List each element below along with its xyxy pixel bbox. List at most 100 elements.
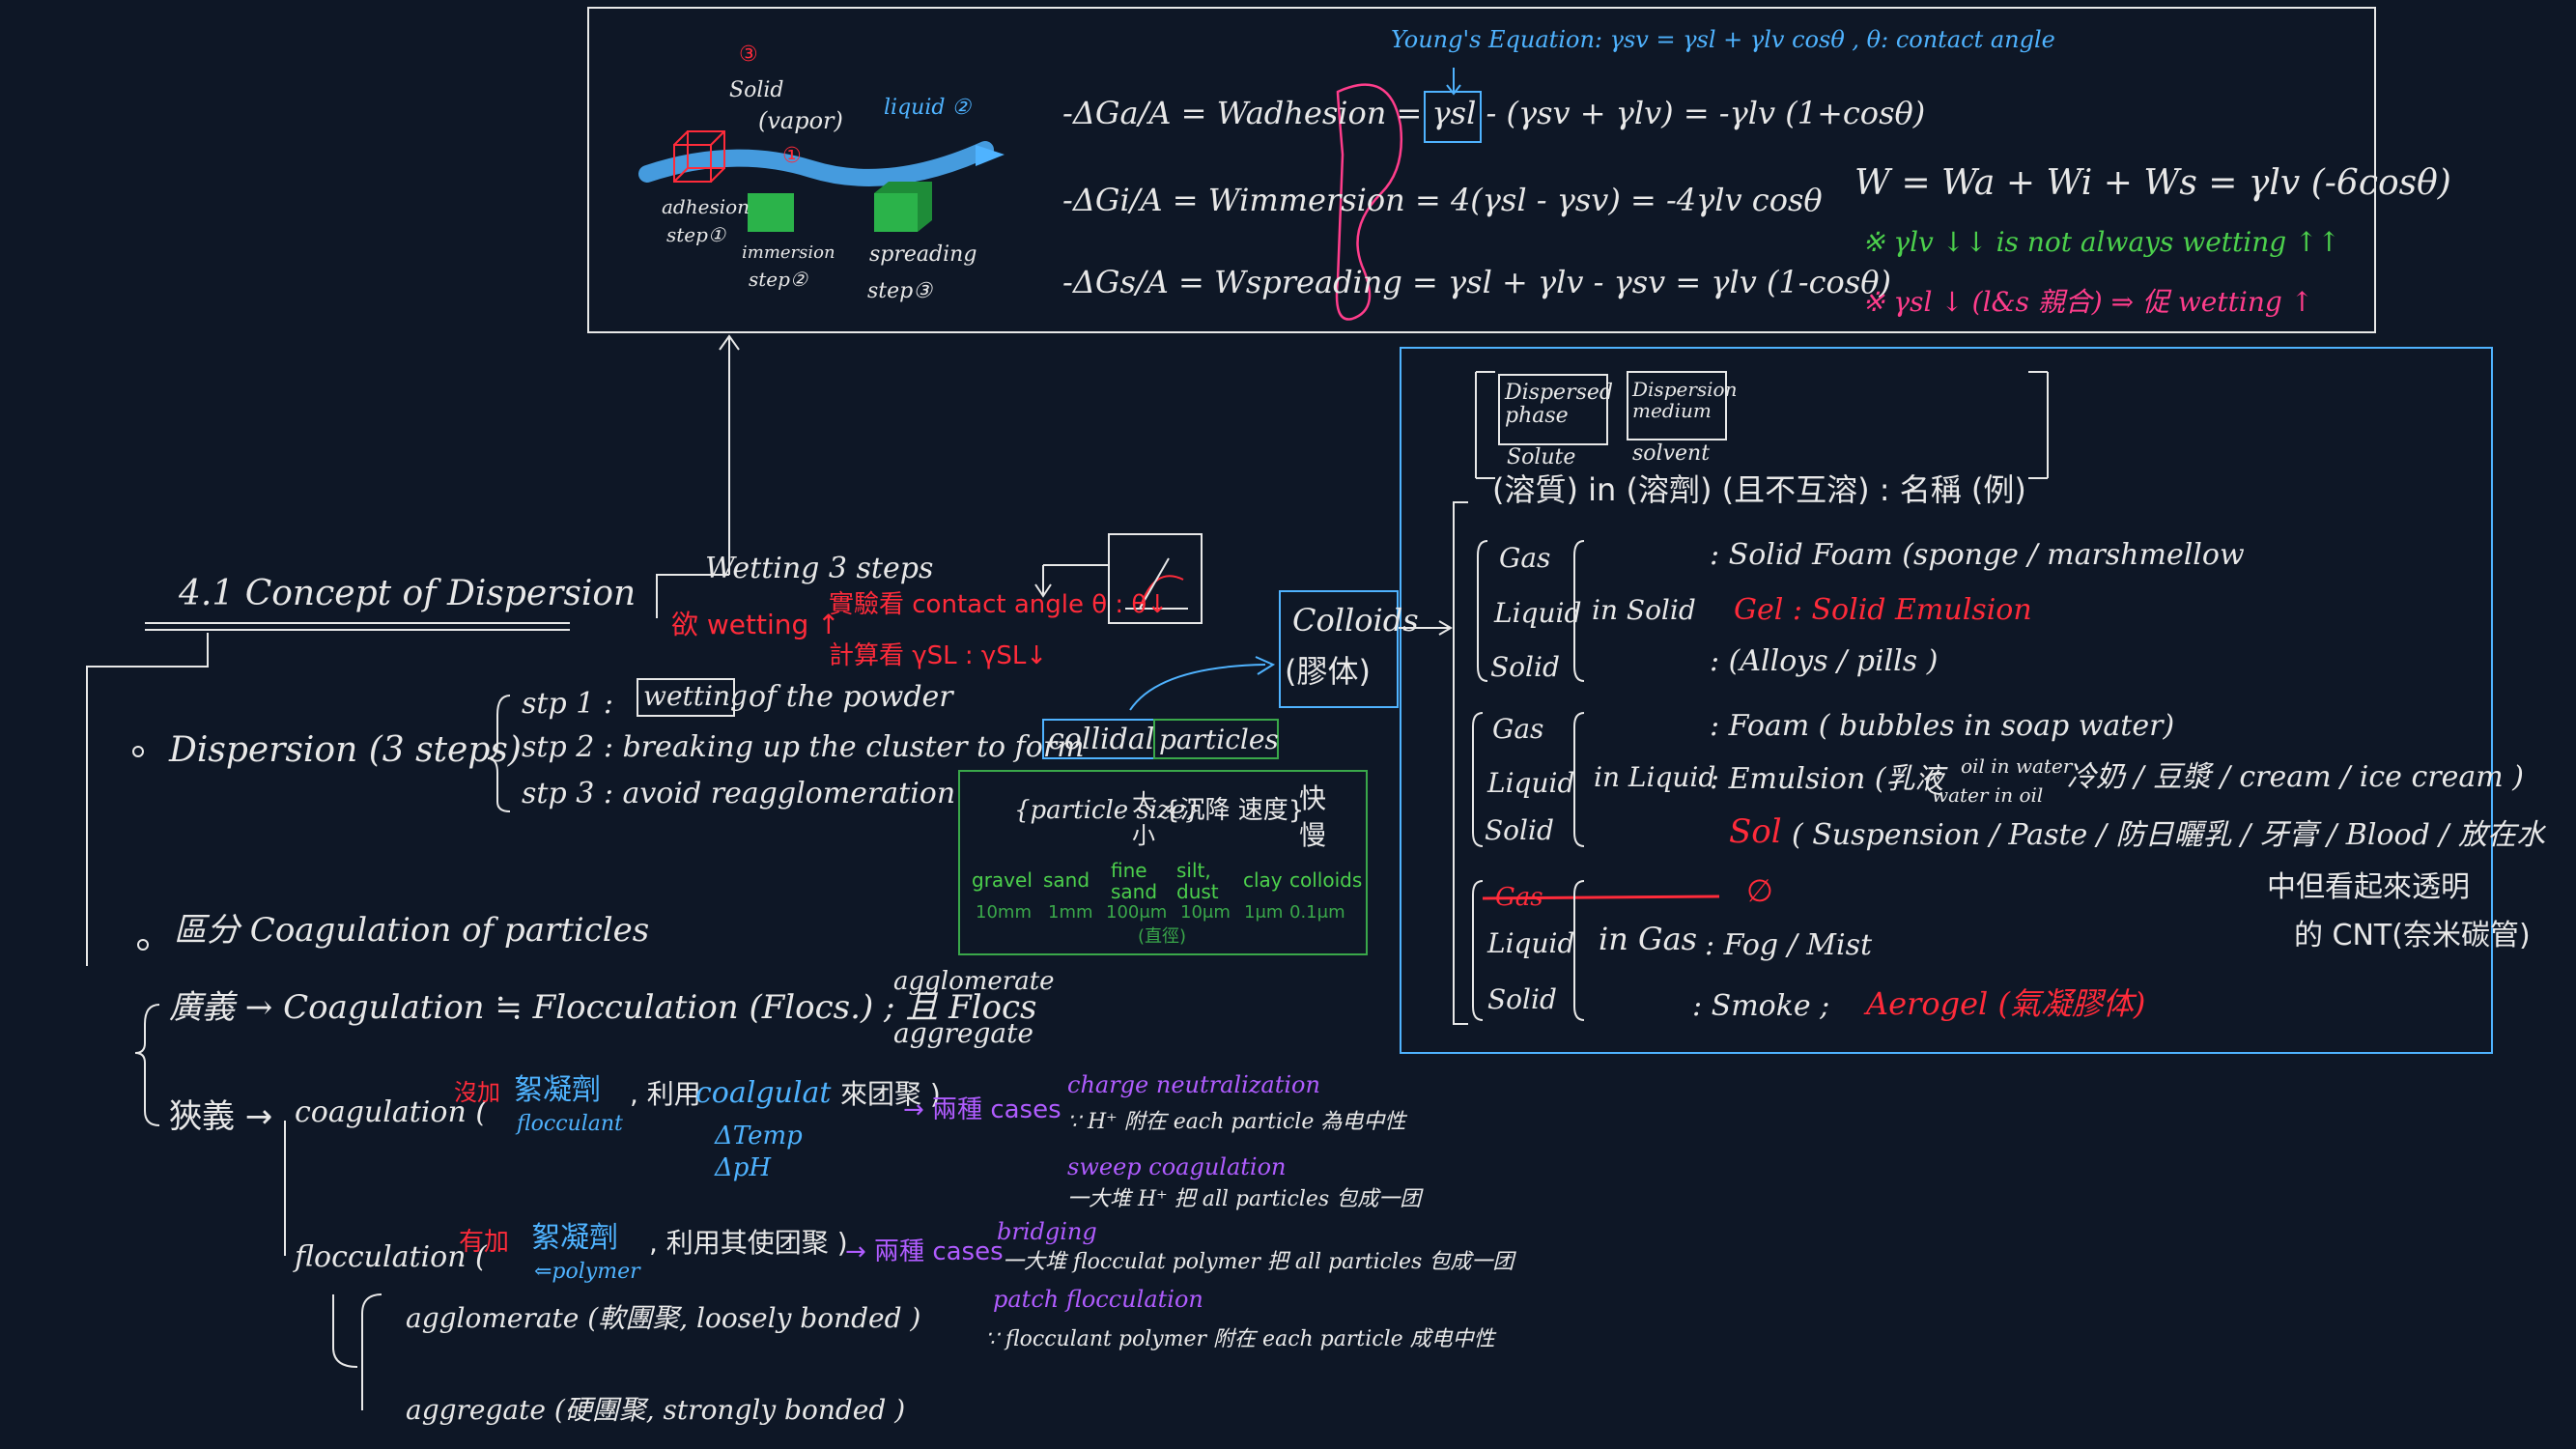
emulsion-examples: 冷奶 / 豆漿 / cream / ice cream ) — [2067, 760, 2524, 794]
gls2-gas: Gas — [1492, 713, 1544, 745]
coag-flocculant-cn: 絮凝劑 — [514, 1073, 601, 1107]
in-solid: in Solid — [1592, 594, 1696, 626]
youngs-equation: Young's Equation: γsv = γsl + γlv cosθ ,… — [1391, 26, 2055, 53]
diagram-liquid: liquid ② — [884, 96, 972, 120]
sweep-desc: 一大堆 H⁺ 把 all particles 包成一团 — [1067, 1187, 1422, 1211]
gel: Gel : Solid Emulsion — [1734, 593, 2032, 627]
floc-use: , 利用其使团聚 ) — [649, 1227, 848, 1259]
coag-two-cases: → 兩種 cases — [903, 1095, 1062, 1124]
step1-suffix: of the powder — [749, 680, 953, 714]
fog: : Fog / Mist — [1705, 928, 1873, 962]
diagram-spreading: spreading — [869, 242, 977, 267]
step2-suffix: particles — [1159, 724, 1279, 755]
floc-polymer: ⇐polymer — [534, 1260, 640, 1284]
step2-prefix: stp 2 : breaking up the cluster to form — [522, 730, 1085, 764]
sol-examples-2: 中但看起來透明 — [2267, 870, 2470, 904]
in-liquid: in Liquid — [1594, 761, 1716, 793]
narrow-definition: 狹義 → — [169, 1097, 273, 1136]
sediment-speed: {沉降 速度} — [1164, 796, 1305, 825]
experiment-contact-angle: 實驗看 contact angle θ : θ↓ — [829, 590, 1169, 619]
size-label-5: colloids — [1289, 868, 1363, 892]
foam: : Foam ( bubbles in soap water) — [1710, 709, 2175, 743]
coag-dph: ΔpH — [715, 1153, 772, 1182]
charge-neutralization: charge neutralization — [1067, 1071, 1320, 1098]
size-label-2: fine sand — [1111, 859, 1158, 903]
gls1-gas: Gas — [1499, 542, 1551, 574]
broad-definition: 廣義 → Coagulation ≒ Flocculation (Flocs.)… — [169, 988, 1037, 1027]
size-small: 小 — [1132, 822, 1155, 849]
diameter-note: (直徑) — [1138, 926, 1187, 947]
solid-foam: : Solid Foam (sponge / marshmellow — [1710, 538, 2245, 572]
coag-no-add: 沒加 — [454, 1079, 500, 1106]
equation-adhesion: -ΔGa/A = Wadhesion = γsl - (γsv + γlv) =… — [1062, 95, 1926, 131]
step2-collidal: collidal — [1048, 723, 1155, 756]
bridging: bridging — [997, 1218, 1097, 1245]
step3: stp 3 : avoid reagglomeration — [522, 777, 956, 810]
bridging-desc: 一大堆 flocculat polymer 把 all particles 包成… — [1003, 1250, 1514, 1274]
coag-end: 來团聚 ) — [840, 1078, 941, 1110]
charge-desc: ∵ H⁺ 附在 each particle 為电中性 — [1067, 1110, 1406, 1134]
note-gamma-sl: ※ γsl ↓ (l&s 親合) ⇒ 促 wetting ↑ — [1862, 286, 2314, 318]
equation-spreading: -ΔGs/A = Wspreading = γsl + γlv - γsv = … — [1062, 264, 1891, 300]
diagram-step1: step① — [666, 223, 725, 246]
size-value-0: 10mm — [976, 902, 1032, 923]
coag-coagulant: coalgulat — [695, 1076, 832, 1110]
agglomerate-row: agglomerate (軟團聚, loosely bonded ) — [406, 1302, 921, 1334]
sol-examples-3: 的 CNT(奈米碳管) — [2294, 919, 2531, 952]
gls3-liquid: Liquid — [1487, 927, 1575, 959]
size-value-1: 1mm — [1048, 902, 1093, 923]
aerogel: Aerogel (氣凝膠体) — [1866, 985, 2146, 1022]
dispersion-medium: Dispersion medium — [1632, 378, 1738, 422]
step1-wetting: wetting — [643, 680, 748, 712]
emulsion: : Emulsion (乳液 — [1710, 762, 1944, 796]
dispersed-phase: Dispersed phase — [1505, 381, 1613, 429]
gls3-solid: Solid — [1487, 983, 1557, 1015]
gls1-liquid: Liquid — [1494, 597, 1582, 629]
equation-total: W = Wa + Wi + Ws = γlv (-6cosθ) — [1854, 163, 2451, 203]
size-value-4: 1μm — [1244, 902, 1284, 923]
speed-fast: 快 — [1299, 782, 1327, 814]
smoke: : Smoke ; — [1692, 989, 1830, 1023]
gls3-gas: Gas — [1495, 883, 1543, 912]
wetting-3-steps: Wetting 3 steps — [705, 552, 934, 585]
colloids-cn: (膠体) — [1285, 653, 1371, 690]
colloids-label: Colloids — [1292, 602, 1419, 639]
sweep-coagulation: sweep coagulation — [1067, 1153, 1287, 1180]
solvent-label: solvent — [1632, 441, 1711, 466]
equation-immersion: -ΔGi/A = Wimmersion = 4(γsl - γsv) = -4γ… — [1062, 182, 1823, 218]
diagram-solid: Solid — [729, 78, 784, 102]
gls2-solid: Solid — [1485, 814, 1554, 846]
sol: Sol — [1729, 812, 1782, 851]
diagram-vapor: (vapor) — [758, 107, 843, 134]
size-value-3: 10μm — [1180, 902, 1231, 923]
size-label-0: gravel — [972, 868, 1033, 892]
speed-slow: 慢 — [1299, 819, 1327, 851]
oil-in-water: oil in water — [1961, 754, 2073, 778]
coagulation-label: coagulation ( — [295, 1095, 488, 1129]
coag-flocculant: flocculant — [517, 1112, 623, 1136]
empty-set: ∅ — [1746, 872, 1773, 909]
note-gamma-lv: ※ γlv ↓↓ is not always wetting ↑↑ — [1862, 226, 2341, 258]
size-label-3: silt, dust — [1176, 859, 1219, 903]
particle-size: {particle size} — [1014, 796, 1202, 825]
patch-flocculation: patch flocculation — [993, 1286, 1203, 1313]
cube-red — [673, 130, 725, 183]
step1-prefix: stp 1 : — [522, 687, 613, 721]
distinguish-coagulation: 區分 Coagulation of particles — [174, 911, 650, 950]
water-in-oil: water in oil — [1932, 783, 2044, 807]
floc-two-cases: → 兩種 cases — [845, 1237, 1004, 1266]
colloid-header: (溶質) in (溶劑) (且不互溶) : 名稱 (例) — [1492, 471, 2026, 508]
diagram-step2: step② — [749, 268, 807, 291]
size-label-1: sand — [1043, 868, 1090, 892]
flocs-agglomerate: agglomerate — [893, 967, 1055, 996]
gls1-solid: Solid — [1490, 651, 1560, 683]
patch-desc: ∵ flocculant polymer 附在 each particle 成电… — [985, 1327, 1495, 1351]
size-value-5: 0.1μm — [1289, 902, 1345, 923]
flocs-aggregate: aggregate — [893, 1017, 1033, 1049]
floc-flocculant-cn: 絮凝劑 — [531, 1221, 618, 1255]
coag-use: , 利用 — [630, 1078, 701, 1110]
size-big: 大 — [1132, 789, 1155, 816]
diagram-step3: step③ — [867, 279, 932, 303]
